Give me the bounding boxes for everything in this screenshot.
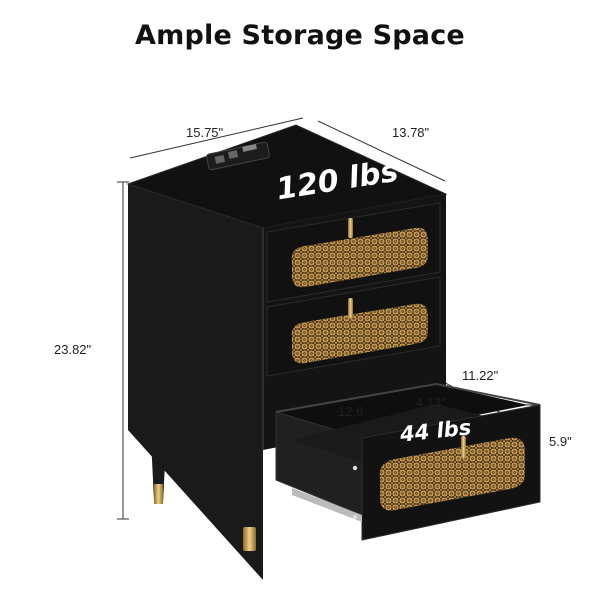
height-label: 23.82" — [54, 342, 92, 357]
width-label: 15.75" — [186, 125, 224, 140]
gold-handle — [348, 218, 353, 238]
cabinet-left-side — [128, 184, 263, 580]
charging-station — [206, 141, 270, 171]
inner-height-label: 4.13" — [416, 395, 446, 410]
gold-handle — [461, 436, 466, 458]
depth-label: 13.78" — [392, 125, 430, 140]
depth-line — [317, 120, 446, 182]
drawer-top — [266, 202, 441, 303]
drawer-slide — [292, 488, 362, 522]
width-line — [129, 117, 304, 159]
rattan-panel — [291, 303, 428, 364]
cabinet-legs — [151, 439, 258, 551]
drawer-width-label: 12.6 — [338, 404, 364, 419]
drawer-depth-label: 11.22" — [462, 368, 499, 383]
drawer-height-label: 5.9" — [549, 434, 572, 449]
drawer-open — [275, 382, 541, 541]
rattan-panel — [291, 227, 428, 288]
gold-handle — [348, 298, 353, 318]
rattan-panel — [379, 437, 525, 511]
page-title: Ample Storage Space — [135, 20, 465, 51]
drawer-middle — [266, 276, 441, 377]
